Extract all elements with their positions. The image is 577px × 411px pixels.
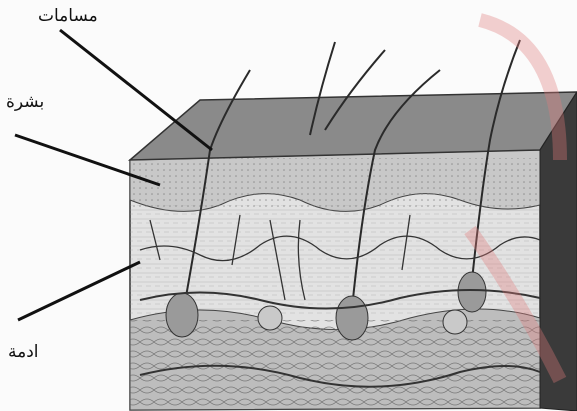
dermis-leader <box>18 262 140 320</box>
pores-leader <box>60 30 212 150</box>
label-pores: مسامات <box>38 8 98 25</box>
epidermis-texture <box>130 158 540 208</box>
label-dermis: ادمة <box>8 344 39 361</box>
top-surface <box>130 92 577 160</box>
label-epidermis: بشرة <box>6 94 44 111</box>
